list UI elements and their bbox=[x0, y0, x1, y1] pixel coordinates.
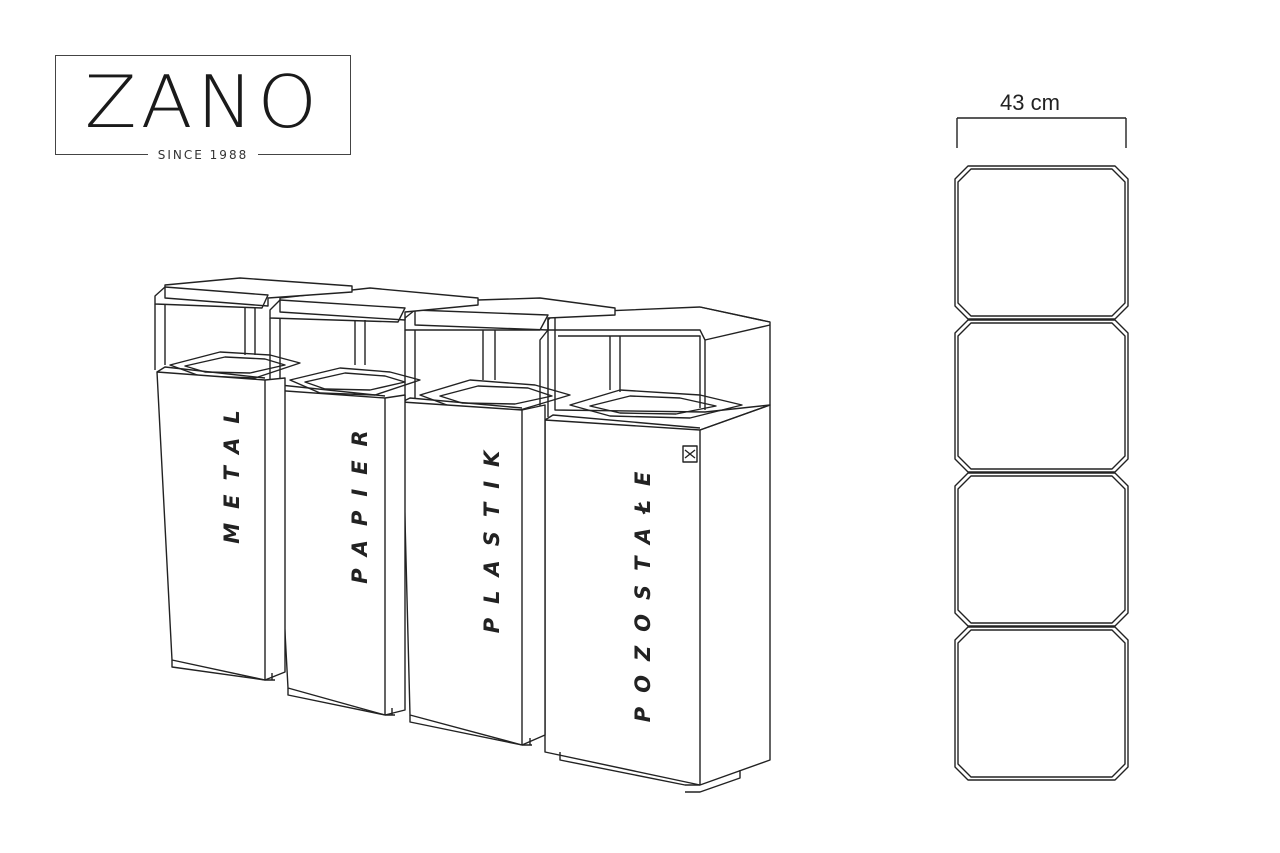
bin-2-outline bbox=[269, 287, 479, 716]
zano-logo: ZANO SINCE 1988 bbox=[55, 55, 351, 162]
bin-label-pozostale: POZOSTAŁE bbox=[631, 457, 655, 723]
dimension-bracket bbox=[956, 117, 1127, 148]
bin-label-papier: PAPIER bbox=[348, 416, 372, 584]
logo-tagline: SINCE 1988 bbox=[56, 148, 350, 162]
bin-1-outline bbox=[154, 277, 353, 681]
plan-view-modules bbox=[954, 165, 1129, 781]
bin-3-outline bbox=[401, 297, 616, 746]
bin-label-plastik: PLASTIK bbox=[480, 436, 504, 634]
width-dimension-label: 43 cm bbox=[1000, 90, 1060, 115]
bin-label-metal: METAL bbox=[220, 396, 244, 544]
logo-wordmark: ZANO bbox=[84, 60, 322, 144]
bin-4-outline bbox=[544, 306, 771, 793]
